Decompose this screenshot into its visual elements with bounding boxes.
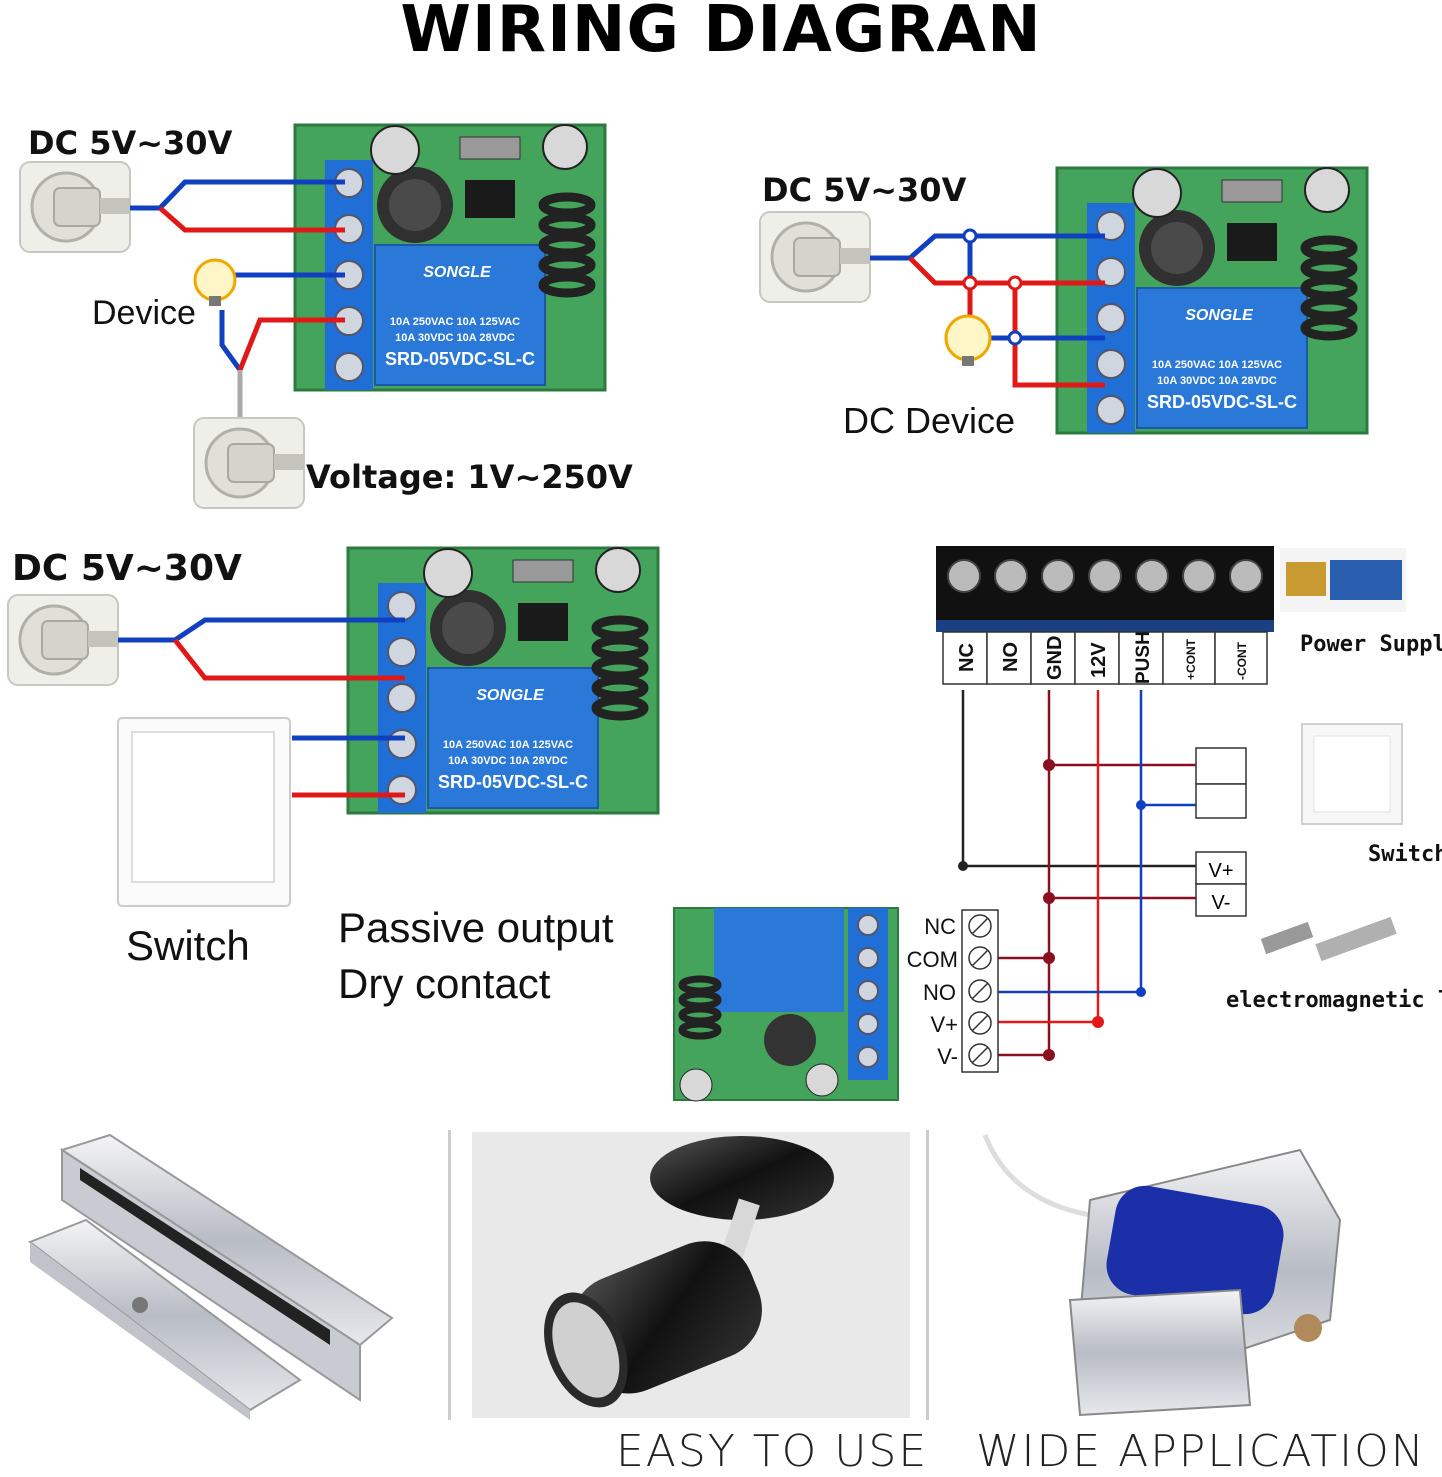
module-term-com: COM xyxy=(907,947,958,972)
lock-v-plus: V+ xyxy=(1208,860,1233,882)
image-divider-right xyxy=(926,1130,929,1420)
small-module-terminals xyxy=(961,909,999,1073)
panel2-junctions xyxy=(962,228,1023,346)
panel1-wires xyxy=(130,179,345,420)
terminal-plus-cont: +CONT xyxy=(1184,638,1198,680)
panel4-junctions xyxy=(958,759,1146,1061)
page-title: WIRING DIAGRAN xyxy=(400,0,1042,67)
panel2-dc-socket xyxy=(758,210,872,304)
solenoid-lock-product-image xyxy=(982,1134,1342,1417)
panel4-wires xyxy=(961,690,1196,1057)
panel2-supply-label: DC 5V~30V xyxy=(762,171,967,209)
lock-box xyxy=(1195,851,1247,917)
panel3-output-line2: Dry contact xyxy=(338,960,551,1007)
panel3-dc-socket xyxy=(6,593,120,687)
spotlight-product-image xyxy=(472,1132,910,1418)
lock-v-minus: V- xyxy=(1212,892,1231,914)
panel3-supply-label: DC 5V~30V xyxy=(12,548,242,589)
panel3-switch-label: Switch xyxy=(126,922,250,969)
power-supply-label: Power Supply xyxy=(1300,632,1442,657)
maglock-small-image xyxy=(1260,916,1397,962)
panel1-supply-label: DC 5V~30V xyxy=(28,124,233,162)
panel2-device-label: DC Device xyxy=(843,400,1016,441)
panel1-bulb-icon xyxy=(193,258,237,306)
panel1-dc-socket xyxy=(18,160,132,254)
switch-box xyxy=(1195,747,1247,819)
panel3-output-line1: Passive output xyxy=(338,904,614,951)
panel3-wall-switch xyxy=(117,717,291,907)
module-term-nc: NC xyxy=(924,914,956,939)
module-term-no: NO xyxy=(923,980,956,1005)
terminal-block xyxy=(936,546,1274,632)
terminal-labels: NC NO GND 12V PUSH +CONT -CONT xyxy=(956,631,1249,684)
switch-label: Switch xyxy=(1368,842,1442,867)
maglock-product-image xyxy=(27,1133,394,1420)
terminal-nc: NC xyxy=(956,643,978,672)
panel3-wires xyxy=(118,617,405,798)
panel1-voltage-label: Voltage: 1V~250V xyxy=(306,458,633,496)
terminal-gnd: GND xyxy=(1044,636,1066,680)
panel1-relay-module xyxy=(295,125,605,390)
image-divider-left xyxy=(448,1130,451,1420)
panel2-relay-module xyxy=(1057,168,1367,433)
footer-right: WIDE APPLICATION xyxy=(976,1426,1426,1477)
footer-left: EASY TO USE xyxy=(616,1426,929,1477)
power-supply-image xyxy=(1280,548,1406,612)
panel2-bulb-icon xyxy=(944,314,992,366)
module-term-v-minus: V- xyxy=(937,1044,958,1069)
lock-label: electromagnetic lock xyxy=(1226,988,1442,1013)
terminal-minus-cont: -CONT xyxy=(1235,641,1249,680)
module-term-v-plus: V+ xyxy=(930,1012,958,1037)
terminal-12v: 12V xyxy=(1088,642,1110,678)
small-relay-module xyxy=(673,907,899,1102)
switch-image xyxy=(1301,723,1403,825)
terminal-push: PUSH xyxy=(1133,631,1154,684)
panel1-device-socket xyxy=(192,416,306,510)
terminal-no: NO xyxy=(1000,642,1022,672)
terminal-label-cells xyxy=(942,631,1268,685)
panel1-device-label: Device xyxy=(92,294,196,332)
